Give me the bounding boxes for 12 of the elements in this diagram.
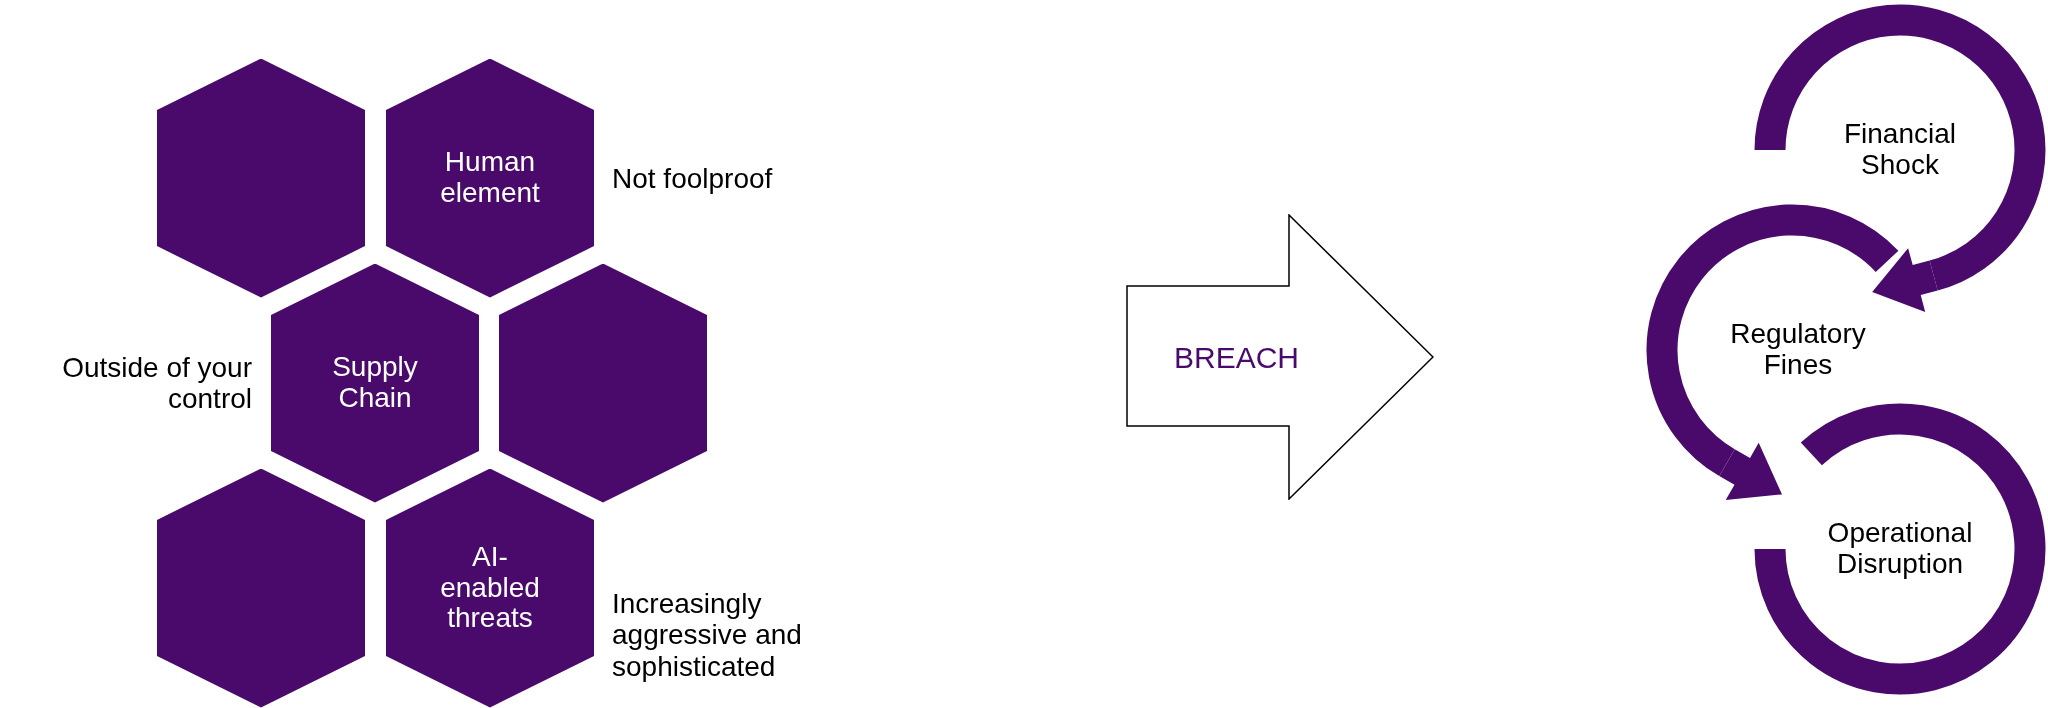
ring-label: Financial Shock <box>1842 119 1958 181</box>
side-note: Outside of your control <box>61 351 252 415</box>
side-note: Not foolproof <box>612 162 774 194</box>
hexagon-label: Human element <box>439 147 541 209</box>
ring-label: Operational Disruption <box>1826 518 1974 580</box>
hexagon-label: AI-enabled threats <box>440 541 540 635</box>
side-note: Increasingly aggressive and sophisticated <box>612 588 803 683</box>
ring-label: Regulatory Fines <box>1729 319 1867 381</box>
arrow-label: BREACH <box>1174 340 1300 374</box>
hexagon-label: Supply Chain <box>331 352 419 414</box>
arrow <box>1719 442 1782 500</box>
arrow <box>1872 248 1938 312</box>
